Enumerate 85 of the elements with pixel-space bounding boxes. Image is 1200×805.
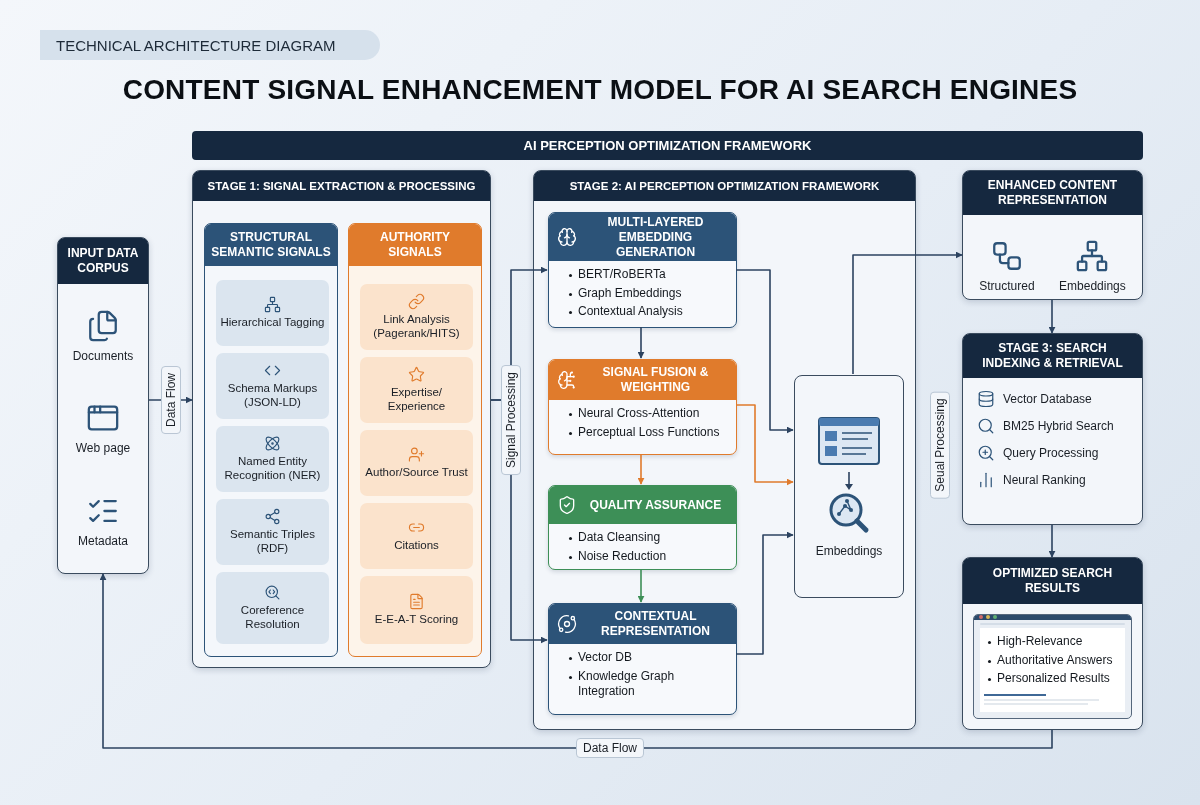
stage-panel <box>962 333 1143 525</box>
stage-panel <box>192 170 491 668</box>
card-title: SIGNAL FUSION & WEIGHTING <box>601 365 710 395</box>
item-label: Neural Ranking <box>1003 473 1086 487</box>
banner-title: AI PERCEPTION OPTIMIZATION FRAMEWORK <box>523 138 812 153</box>
connector-arrow <box>735 404 794 486</box>
bullet-item: Contextual Analysis <box>569 304 728 320</box>
bullet-item: BERT/RoBERTa <box>569 267 728 283</box>
process-card <box>548 485 737 570</box>
panel-title: OPTIMIZED SEARCH RESULTS <box>991 566 1114 596</box>
connector-arrow <box>637 453 645 485</box>
signal-column <box>348 223 482 657</box>
connector-arrow <box>637 568 645 603</box>
tile-label: Named Entity Recognition (NER) <box>223 455 322 483</box>
signal-tile <box>360 503 473 569</box>
edge-label: Data Flow <box>161 366 181 434</box>
connector-arrow <box>637 326 645 359</box>
item-label: Structured <box>979 279 1035 293</box>
tile-label: E-E-A-T Scoring <box>374 613 459 627</box>
signal-tile <box>216 353 329 419</box>
bullet-item: Authoritative Answers <box>988 652 1121 669</box>
panel-title: ENHANCED CONTENT REPRESENTATION <box>986 178 1119 208</box>
connector-arrow <box>735 531 794 655</box>
card-title: MULTI-LAYERED EMBEDDING GENERATION <box>606 214 705 260</box>
signal-column <box>204 223 338 657</box>
process-card <box>548 359 737 455</box>
connector-arrow <box>735 269 794 434</box>
process-card <box>548 603 737 715</box>
bullet-item: Personalized Results <box>988 671 1121 687</box>
output-panel <box>962 170 1143 300</box>
column-title: AUTHORITY SIGNALS <box>379 230 451 260</box>
connector-arrow <box>99 573 1053 749</box>
signal-tile <box>216 572 329 644</box>
edge-label: Data Flow <box>576 738 644 758</box>
item-label: Documents <box>72 349 134 364</box>
card-title: CONTEXTUAL REPRESENTATION <box>600 609 711 639</box>
subtitle-tag: TECHNICAL ARCHITECTURE DIAGRAM <box>40 30 380 60</box>
edge-label: Signal Processing <box>501 364 521 476</box>
diagram-title: CONTENT SIGNAL ENHANCEMENT MODEL FOR AI SEARCH ENGINES <box>121 74 1079 106</box>
card-title: QUALITY ASSURANCE <box>588 497 723 513</box>
signal-tile <box>360 284 473 350</box>
bullet-item: High-Relevance <box>988 634 1121 650</box>
tile-label: Link Analysis (Pagerank/HITS) <box>372 313 461 341</box>
bullet-item: Perceptual Loss Functions <box>569 424 728 441</box>
item-label: Web page <box>75 441 131 456</box>
tile-label: Schema Markups (JSON-LD) <box>226 382 319 410</box>
item-label: Embeddings <box>815 543 883 558</box>
column-title: STRUCTURAL SEMANTIC SIGNALS <box>210 230 332 260</box>
item-label: Query Processing <box>1003 446 1099 460</box>
panel-title: STAGE 1: SIGNAL EXTRACTION & PROCESSING <box>207 179 476 194</box>
connector-arrow <box>1048 524 1056 558</box>
stage-panel <box>533 170 916 730</box>
input-panel <box>57 237 149 574</box>
tile-label: Expertise/ Experience <box>386 386 447 414</box>
bullet-item: Vector DB <box>569 650 728 666</box>
embeddings-box <box>794 375 904 598</box>
output-panel <box>962 557 1143 730</box>
signal-tile <box>360 357 473 423</box>
tile-label: Semantic Triples (RDF) <box>229 528 316 556</box>
connector-arrow <box>1048 299 1056 334</box>
item-label: BM25 Hybrid Search <box>1003 419 1114 433</box>
connector-arrow <box>852 251 963 375</box>
signal-tile <box>216 426 329 492</box>
signal-tile <box>216 499 329 565</box>
bullet-item: Knowledge Graph Integration <box>569 668 728 700</box>
panel-title: STAGE 3: SEARCH INDEXING & RETRIEVAL <box>981 341 1124 371</box>
tile-label: Author/Source Trust <box>365 466 468 480</box>
bullet-item: Neural Cross-Attention <box>569 406 728 422</box>
bullet-item: Graph Embeddings <box>569 285 728 302</box>
panel-title: INPUT DATA CORPUS <box>66 246 140 276</box>
side-label: Seual Processing <box>930 391 950 499</box>
panel-title: STAGE 2: AI PERCEPTION OPTIMIZATION FRAMEWORK <box>569 179 880 194</box>
tile-label: Coreference Resolution <box>239 604 306 632</box>
bullet-item: Noise Reduction <box>569 548 728 565</box>
signal-tile <box>360 430 473 496</box>
signal-tile <box>360 576 473 644</box>
item-label: Embeddings <box>1059 279 1126 293</box>
item-label: Metadata <box>77 533 128 548</box>
signal-tile <box>216 280 329 346</box>
item-label: Vector Database <box>1003 392 1092 406</box>
bullet-item: Data Cleansing <box>569 530 728 546</box>
tile-label: Hierarchical Tagging <box>220 316 325 330</box>
process-card <box>548 212 737 328</box>
tile-label: Citations <box>394 539 439 553</box>
framework-banner <box>192 131 1143 160</box>
